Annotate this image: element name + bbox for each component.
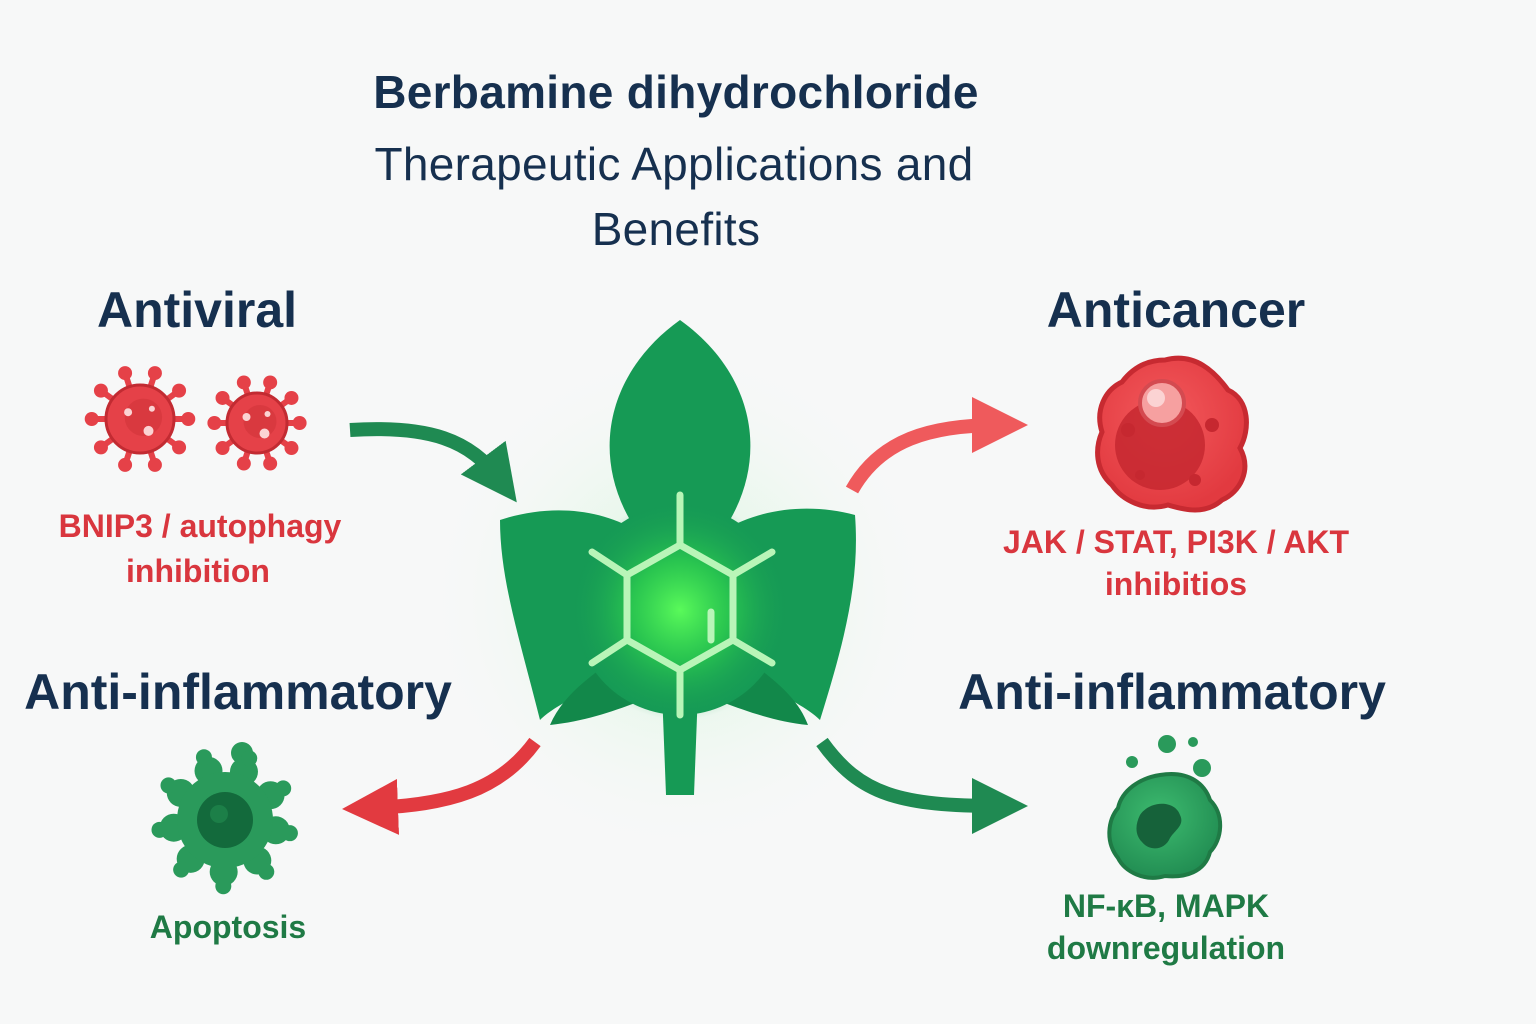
caption-anticancer-line-1: JAK / STAT, PI3K / AKT bbox=[1002, 524, 1350, 560]
caption-antiviral-line-1: BNIP3 / autophagy bbox=[58, 508, 342, 544]
hexagon-molecule-icon bbox=[588, 491, 776, 719]
heading-anticancer: Anticancer bbox=[1046, 282, 1306, 338]
arrow-center-to-anticancer bbox=[845, 397, 1028, 494]
immune-cell-icon bbox=[151, 742, 298, 895]
heading-antiviral: Antiviral bbox=[96, 282, 298, 338]
virus-icon bbox=[207, 375, 307, 471]
molecule-glow bbox=[570, 500, 790, 720]
title-line-3: Benefits bbox=[591, 203, 761, 255]
leaf-molecule-icon bbox=[500, 320, 856, 795]
caption-antiviral-line-2: inhibition bbox=[126, 553, 270, 589]
heading-anti-inflammatory-right: Anti-inflammatory bbox=[958, 664, 1386, 720]
title-line-1: Berbamine dihydrochloride bbox=[373, 66, 979, 118]
caption-anti-inflammatory-right-line-2: downregulation bbox=[1046, 930, 1286, 966]
caption-anticancer-line-2: inhibitios bbox=[1104, 566, 1248, 602]
cancer-cell-icon bbox=[1095, 355, 1249, 513]
arrow-antiviral-to-center bbox=[349, 422, 517, 503]
caption-anti-inflammatory-right-line-1: NF-κB, MAPK bbox=[1062, 888, 1270, 924]
virus-icon bbox=[84, 366, 196, 472]
title-line-2: Therapeutic Applications and bbox=[374, 138, 974, 190]
arrow-center-to-anti-inflammatory-right bbox=[816, 737, 1028, 834]
arrow-center-to-anti-inflammatory-left bbox=[342, 737, 541, 835]
caption-anti-inflammatory-left: Apoptosis bbox=[149, 909, 307, 945]
heading-anti-inflammatory-left: Anti-inflammatory bbox=[24, 664, 452, 720]
macrophage-icon bbox=[1107, 735, 1223, 880]
